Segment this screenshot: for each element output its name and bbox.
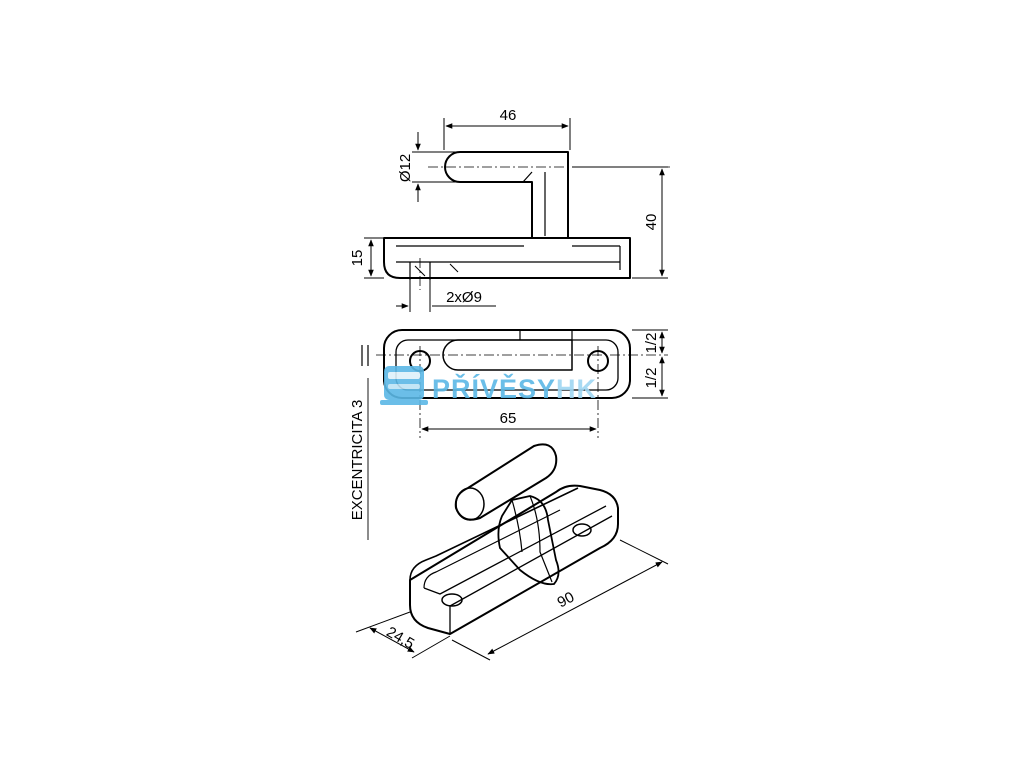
iso-tray-outer xyxy=(409,484,619,635)
top-pin-slot xyxy=(442,339,573,371)
watermark-brand: PŘÍVĚSYHK xyxy=(432,373,597,404)
eccentricity-label: EXCENTRICITA 3 xyxy=(349,400,366,521)
dim-half-bottom: 1/2 xyxy=(643,368,660,389)
watermark: PŘÍVĚSYHK xyxy=(380,366,597,405)
dim-diameter-12: Ø12 xyxy=(397,154,414,182)
iso-dimensions xyxy=(355,539,669,661)
dim-90: 90 xyxy=(555,589,578,612)
dim-24-5: 24,5 xyxy=(383,623,417,652)
dim-15: 15 xyxy=(349,250,366,267)
trailer-logo-icon xyxy=(380,366,428,405)
iso-view xyxy=(409,443,619,635)
iso-hole-back xyxy=(572,523,592,537)
dim-65: 65 xyxy=(500,410,517,427)
side-dimensions xyxy=(364,118,668,312)
dim-40: 40 xyxy=(643,214,660,231)
pin-arm xyxy=(444,151,569,239)
watermark-brand-suffix: HK xyxy=(556,374,597,404)
dim-holes: 2xØ9 xyxy=(446,289,482,306)
side-base xyxy=(383,237,631,279)
top-outer-frame xyxy=(383,329,631,399)
watermark-brand-main: PŘÍVĚSY xyxy=(432,373,556,404)
dim-half-top: 1/2 xyxy=(643,333,660,354)
iso-hole-front xyxy=(441,593,463,607)
side-view xyxy=(383,151,631,280)
dim-46: 46 xyxy=(500,107,517,124)
top-dimensions xyxy=(361,329,668,540)
